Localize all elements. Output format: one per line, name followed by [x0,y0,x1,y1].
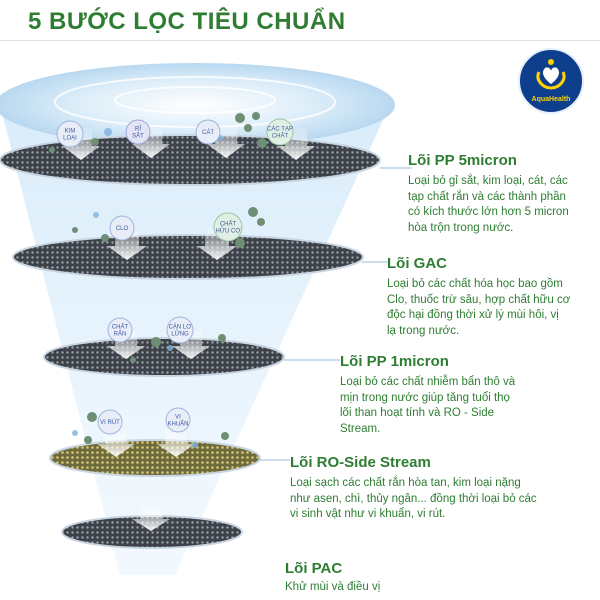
bubble-ri-sat-text: RỈ [135,126,141,133]
aquahealth-logo-text: AquaHealth [531,96,571,103]
layer-label-4: Lõi RO-Side Stream Loại sạch các chất rắ… [290,454,537,523]
layer-title: Lõi RO-Side Stream [290,454,431,471]
layer-label-3: Lõi PP 1micron Loại bỏ các chất nhiễm bẩ… [340,353,515,437]
layer-label-1: Lõi PP 5micron Loại bỏ gỉ sắt, kim loại,… [408,152,569,236]
bubble-kim-loai-text: LOẠI [63,136,77,142]
bubble-vi-khuan-text: VI [175,415,181,421]
layer-title: Lõi PAC [285,560,343,577]
bubble-clo: CLO [109,215,135,241]
page-title: 5 BƯỚC LỌC TIÊU CHUẨN [28,8,346,35]
filter-disk-1 [0,134,381,186]
filter-disk-3 [43,337,285,377]
layer-title: Lõi PP 1micron [340,353,449,370]
aquahealth-logo: AquaHealth [518,48,584,114]
bubble-can-lo-lung-text: CẶN LƠ [169,324,192,331]
bubble-cat-text: CÁT [202,129,214,136]
filter-disk-2 [12,234,364,280]
bubble-chat-huu-co-text: CHẤT [220,221,237,228]
bubble-chat-huu-co-text: HỮU CƠ [216,228,241,235]
layer-label-5: Lõi PAC Khử mùi và điều vị [285,560,380,596]
title-divider [0,40,600,41]
bubble-can-lo-lung-text: LỬNG [171,331,189,338]
bubble-vi-rut: VI RÚT [97,409,123,435]
layer-description: Loại sạch các chất rắn hòa tan, kim loại… [290,477,537,520]
contaminant-particles [49,112,267,444]
bubble-chat-ran-text: RẮN [114,330,127,338]
bubble-cat: CÁT [195,119,221,145]
bubble-kim-loai-text: KIM [65,129,76,135]
filter-disk-4 [49,439,261,477]
layer-title: Lõi GAC [387,255,447,272]
bubble-chat-ran-text: CHẤT [112,324,129,331]
leader-lines [260,167,412,461]
layer-label-2: Lõi GAC Loại bỏ các chất hóa học bao gồm… [387,255,570,339]
bubble-vi-rut-text: VI RÚT [100,419,120,426]
bubble-vi-khuan-text: KHUẨN [167,421,188,428]
layer-title: Lõi PP 5micron [408,152,517,169]
bubble-clo-text: CLO [116,226,129,232]
flow-arrows [62,126,315,531]
bubble-ri-sat-text: SẮT [132,132,144,140]
bubble-cac-tap-chat-text: CÁC TẠP [267,126,293,133]
layer-description: Khử mùi và điều vị [285,581,381,593]
aquahealth-emblem-icon [536,59,566,90]
bubble-cac-tap-chat-text: CHẤT [272,133,289,140]
